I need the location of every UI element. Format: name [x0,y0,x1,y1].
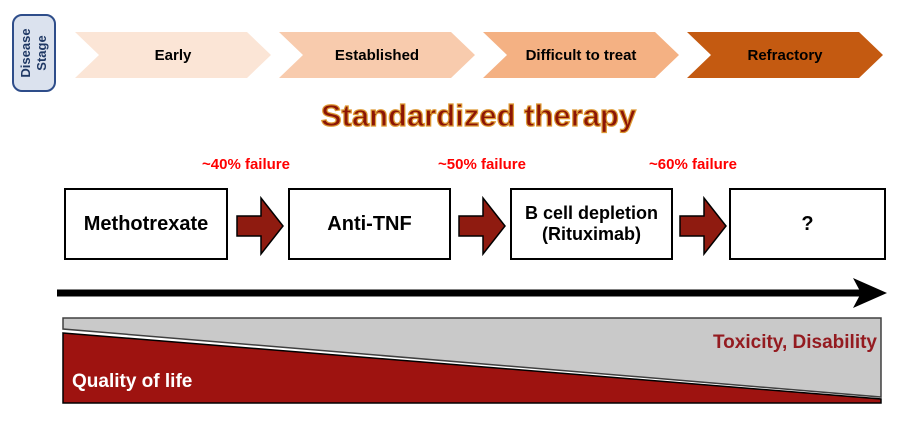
failure-label-40: ~40% failure [202,156,290,173]
flow-arrow-icon [458,196,506,256]
timeline-arrow-icon [57,278,887,308]
treatment-box-anti-tnf: Anti-TNF [288,188,451,260]
treatment-box-b-cell-depletion-label: B cell depletion [524,203,659,224]
toxicity-disability-label: Toxicity, Disability [712,332,877,353]
quality-of-life-label: Quality of life [72,371,193,392]
stage-chevron-established: Established [279,32,475,78]
stage-chevron-early: Early [75,32,271,78]
disease-stage-box: Disease Stage [12,14,56,92]
failure-label-50: ~50% failure [438,156,526,173]
flow-arrow-icon [236,196,284,256]
quality-triangle [62,332,882,404]
stage-chevron-difficult-to-treat: Difficult to treat [483,32,679,78]
treatment-box-b-cell-depletion: B cell depletion (Rituximab) [510,188,673,260]
stage-chevron-refractory-label: Refractory [747,46,823,64]
stage-chevron-established-label: Established [334,46,420,64]
treatment-box-anti-tnf-label: Anti-TNF [327,212,412,235]
tradeoff-triangles [62,317,882,404]
page-title: Standardized therapy [320,97,637,133]
disease-stage-line1: Disease [18,28,34,78]
stage-chevron-difficult-to-treat-label: Difficult to treat [525,46,637,64]
treatment-box-methotrexate: Methotrexate [64,188,228,260]
disease-stage-label: Disease Stage [12,14,56,92]
treatment-box-methotrexate-label: Methotrexate [83,212,209,235]
flow-arrow-icon [679,196,727,256]
stage-chevron-early-label: Early [154,46,192,64]
stage-chevron-refractory: Refractory [687,32,883,78]
failure-label-60: ~60% failure [649,156,737,173]
treatment-box-unknown-label: ? [801,212,814,235]
toxicity-triangle [62,317,882,398]
disease-stage-line2: Stage [34,35,49,71]
treatment-box-b-cell-depletion-sublabel: (Rituximab) [542,224,641,244]
treatment-box-unknown: ? [729,188,886,260]
